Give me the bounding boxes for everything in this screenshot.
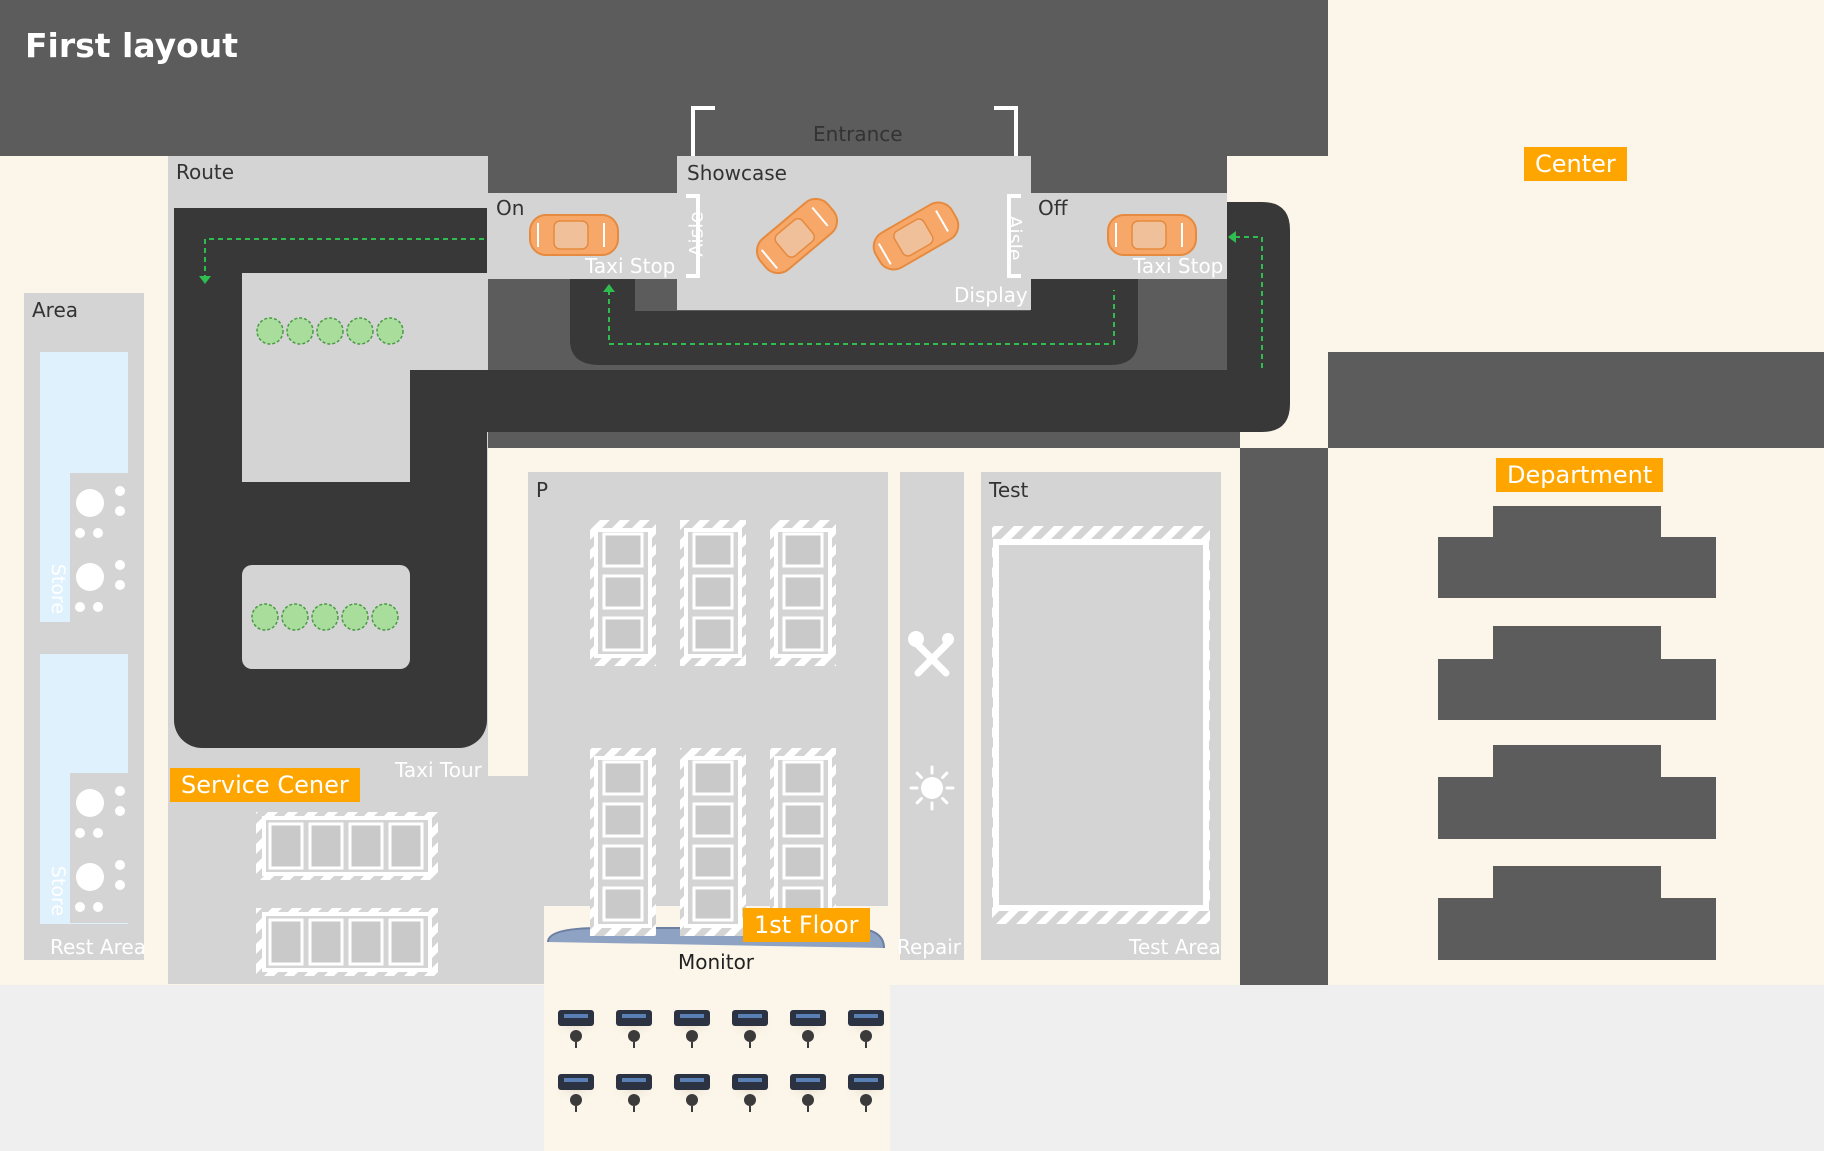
seat-row (256, 317, 404, 345)
aisle-right-label: Aisle (1003, 215, 1026, 261)
east-road (1328, 352, 1824, 448)
guide-paths (204, 236, 1263, 368)
route-label: Route (176, 160, 235, 184)
workstation-icon (666, 1008, 718, 1048)
showcase-label: Showcase (687, 161, 787, 185)
workstation-icon (666, 1072, 718, 1112)
wrench-screwdriver-icon (908, 631, 954, 677)
on-label: On (496, 196, 525, 220)
table-icon (76, 489, 104, 517)
repair-strip (900, 472, 964, 960)
entrance-label: Entrance (813, 122, 903, 146)
parking-block (680, 520, 746, 666)
south-road (1240, 448, 1328, 985)
table-icon (76, 789, 104, 817)
center-tag: Center (1524, 147, 1627, 181)
sun-icon (909, 765, 955, 811)
workstation-icon (840, 1008, 892, 1048)
off-label: Off (1038, 196, 1068, 220)
department-tag: Department (1496, 458, 1664, 492)
top-asphalt (0, 0, 1328, 156)
workstation-icon (840, 1072, 892, 1112)
seat-row (251, 603, 399, 631)
area-label: Area (32, 298, 79, 322)
service-center-tag: Service Cener (170, 768, 360, 802)
parking-block (256, 812, 438, 880)
department-buildings (1438, 506, 1716, 960)
workstation-icon (608, 1072, 660, 1112)
store-bottom-label: Store (47, 865, 70, 917)
workstation-icon (724, 1072, 776, 1112)
monitor-label: Monitor (678, 950, 755, 974)
aisle-left-label: Aisle (685, 211, 708, 257)
store-top-label: Store (47, 563, 70, 615)
car-icon (872, 201, 960, 271)
car-icon (755, 197, 839, 275)
parking-block (680, 748, 746, 936)
car-icon (1107, 214, 1197, 256)
test-area-label: Test Area (1129, 935, 1221, 959)
table-icon (76, 863, 104, 891)
workstation-icon (782, 1008, 834, 1048)
first-floor-tag: 1st Floor (743, 908, 870, 942)
page-title: First layout (25, 26, 239, 65)
parking-block (590, 748, 656, 936)
parking-block (256, 908, 438, 976)
workstation-icon (608, 1008, 660, 1048)
parking-block (770, 520, 836, 666)
taxi-stop-left-label: Taxi Stop (585, 254, 676, 278)
test-label: Test (989, 478, 1029, 502)
taxi-stop-right-label: Taxi Stop (1133, 254, 1224, 278)
car-icon (529, 214, 619, 256)
parking-block (590, 520, 656, 666)
workstation-icon (782, 1072, 834, 1112)
workstation-icon (550, 1008, 602, 1048)
lower-ground (0, 985, 1824, 1151)
showcase-zone (677, 156, 1031, 310)
display-label: Display (954, 283, 1028, 307)
entrance-bracket-right (994, 106, 1018, 156)
repair-label: Repair (897, 935, 962, 959)
rest-area-label: Rest Area (50, 935, 146, 959)
entrance-bracket-left (691, 106, 715, 156)
parking-block (770, 748, 836, 936)
workstation-icon (724, 1008, 776, 1048)
taxi-tour-label: Taxi Tour (395, 758, 482, 782)
workstation-icon (550, 1072, 602, 1112)
table-icon (76, 563, 104, 591)
parking-label: P (536, 478, 549, 502)
main-road (478, 370, 1227, 432)
